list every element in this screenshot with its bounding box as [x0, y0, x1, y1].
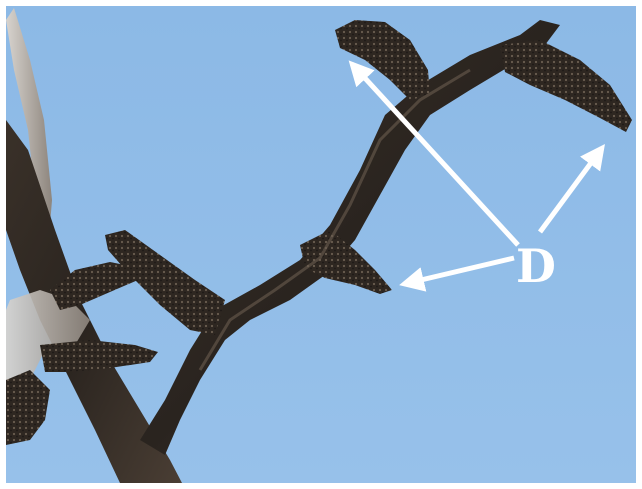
arrow-to-middle-knob [399, 255, 515, 292]
knob-lower-left-2 [6, 370, 50, 445]
diagonal-branch [140, 20, 560, 455]
arrow-to-top-knob [348, 60, 520, 247]
arrow-to-right-knob [537, 143, 605, 234]
knob-lower-left-1 [40, 340, 158, 372]
knob-mid-left [50, 262, 140, 310]
figure-label-d: D [516, 239, 556, 293]
side-branch-left [105, 230, 225, 335]
bark-highlight [198, 68, 471, 371]
knob-middle [300, 230, 392, 294]
knob-top-center [335, 20, 430, 100]
knob-top-right [500, 40, 632, 132]
